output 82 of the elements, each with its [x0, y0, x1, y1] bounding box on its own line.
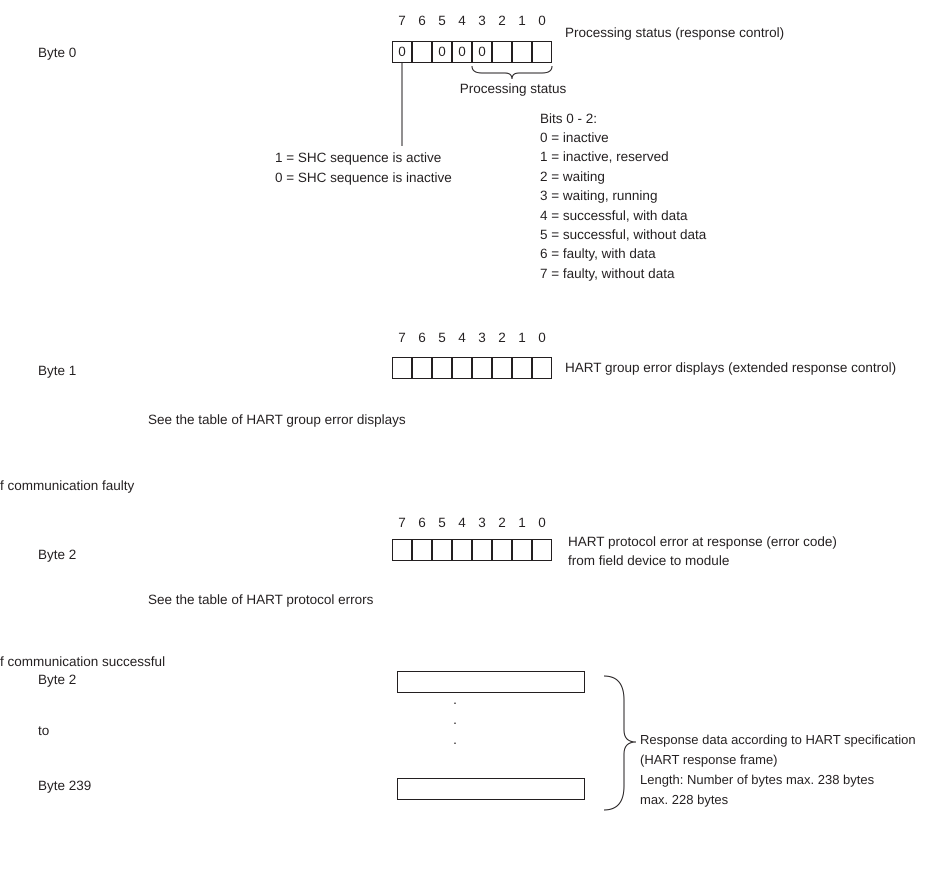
bit-number: 5 [438, 12, 446, 30]
state-note: 1 = SHC sequence is active [275, 149, 442, 167]
bit-cell [512, 539, 532, 561]
field-description: Processing status (response control) [565, 24, 784, 42]
field-description: HART group error displays (extended response control) [565, 359, 896, 377]
field-description: (HART response frame) [640, 751, 778, 769]
bit-cell [492, 539, 512, 561]
byte-label: Byte 2 [38, 546, 76, 564]
bit-number: 3 [478, 12, 486, 30]
field-description: Response data according to HART specification [640, 731, 916, 749]
bit-number: 3 [478, 514, 486, 532]
value-description: 5 = successful, without data [540, 226, 706, 244]
note: See the table of HART group error displays [148, 411, 406, 429]
bit-cell [412, 539, 432, 561]
bit-cell: 0 [452, 41, 472, 63]
bit-number: 5 [438, 329, 446, 347]
bit-cell [452, 357, 472, 379]
note: See the table of HART protocol errors [148, 591, 374, 609]
value-description: 6 = faulty, with data [540, 245, 656, 264]
byte-field [397, 671, 585, 693]
bit-number: 2 [498, 329, 506, 347]
bit-number: 0 [538, 514, 546, 532]
bit-cell [432, 357, 452, 379]
bit-number: 6 [418, 514, 426, 532]
bit-cell [492, 41, 512, 63]
value-heading: Bits 0 - 2: [540, 110, 598, 128]
ellipsis-dot: . [453, 691, 457, 709]
bit-number: 1 [518, 329, 526, 347]
bit-cell [512, 357, 532, 379]
field-description: max. 228 bytes [640, 791, 728, 809]
field-caption: Processing status [460, 80, 566, 98]
bit-cell [472, 539, 492, 561]
bit-number: 4 [458, 514, 466, 532]
byte-label: Byte 2 [38, 671, 76, 689]
bit-number: 0 [538, 329, 546, 347]
bit-cell [392, 539, 412, 561]
byte-label: Byte 239 [38, 777, 92, 795]
ellipsis-dot: . [453, 731, 457, 749]
value-description: 7 = faulty, without data [540, 264, 674, 283]
bit-cell [532, 539, 552, 561]
bit-number: 6 [418, 329, 426, 347]
bit-number: 7 [398, 12, 406, 30]
value-description: 3 = waiting, running [540, 187, 658, 206]
bit-number: 4 [458, 329, 466, 347]
value-description: 0 = inactive [540, 129, 609, 147]
bit-cell [432, 539, 452, 561]
bit-number: 2 [498, 514, 506, 532]
bit-cell [392, 357, 412, 379]
bit-number: 3 [478, 329, 486, 347]
field-description: HART protocol error at response (error code) from field device to module [568, 533, 838, 570]
value-description: 4 = successful, with data [540, 206, 688, 225]
bit-cell [472, 357, 492, 379]
bit-cell: 0 [432, 41, 452, 63]
bit-number: 6 [418, 12, 426, 30]
bit-cell [532, 41, 552, 63]
section-heading: f communication faulty [0, 477, 134, 495]
bit-number: 2 [498, 12, 506, 30]
bit-number: 7 [398, 514, 406, 532]
bit-number: 7 [398, 329, 406, 347]
bit-number: 1 [518, 514, 526, 532]
value-description: 1 = inactive, reserved [540, 148, 669, 166]
bit-cell [492, 357, 512, 379]
field-description: Length: Number of bytes max. 238 bytes [640, 771, 874, 789]
byte-label: to [38, 722, 50, 740]
bit-cell [512, 41, 532, 63]
byte-field [397, 778, 585, 800]
bit-number: 0 [538, 12, 546, 30]
bit-cell [412, 41, 432, 63]
state-note: 0 = SHC sequence is inactive [275, 169, 452, 187]
ellipsis-dot: . [453, 711, 457, 729]
bit-number: 5 [438, 514, 446, 532]
bit-cell [412, 357, 432, 379]
byte-label: Byte 1 [38, 362, 76, 380]
bit-number: 4 [458, 12, 466, 30]
bit-cell [532, 357, 552, 379]
bit-cell: 0 [392, 41, 412, 63]
byte-label: Byte 0 [38, 44, 76, 62]
section-heading: f communication successful [0, 653, 166, 671]
bit-cell: 0 [472, 41, 492, 63]
bit-number: 1 [518, 12, 526, 30]
bit-cell [452, 539, 472, 561]
value-description: 2 = waiting [540, 168, 605, 186]
